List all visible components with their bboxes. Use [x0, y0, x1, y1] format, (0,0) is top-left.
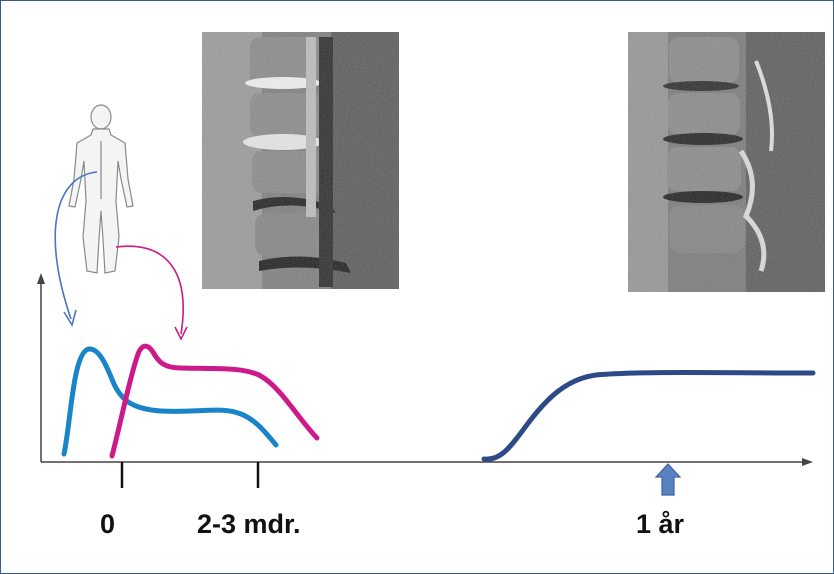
- tick-label-0: 0: [100, 509, 115, 540]
- human-figure-back-icon: [69, 105, 133, 273]
- tick-label-2-3-months: 2-3 mdr.: [197, 509, 301, 540]
- magenta-pain-curve: [112, 346, 317, 456]
- x-axis-arrowhead: [802, 458, 813, 466]
- one-year-marker-arrow: [656, 464, 680, 495]
- mri-spine-scan-late: [628, 32, 825, 292]
- navy-recovery-curve: [484, 373, 813, 460]
- tick-label-1-year: 1 år: [636, 509, 684, 540]
- arrow-figure-to-second-peak: [116, 246, 187, 339]
- mri-spine-scan-early: [202, 32, 399, 289]
- y-axis-arrowhead: [37, 273, 45, 284]
